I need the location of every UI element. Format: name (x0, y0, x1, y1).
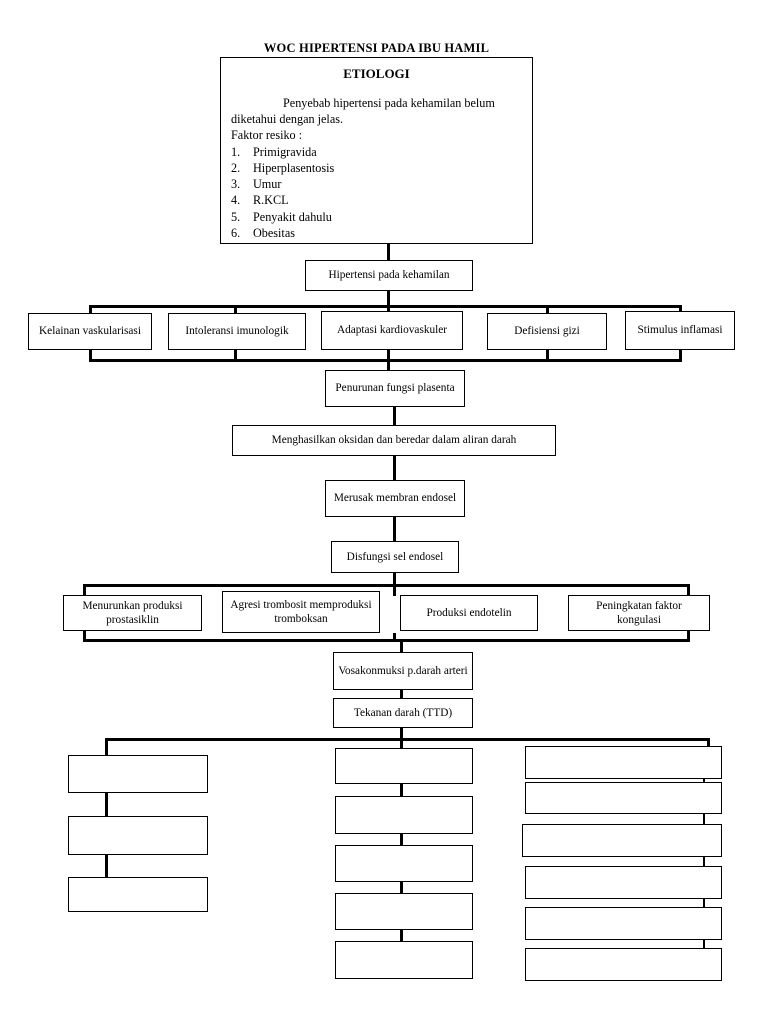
connector-drop-mechanism-4 (546, 305, 549, 315)
list-item-label: R.KCL (253, 193, 289, 208)
connector-rise-mechanism-2 (234, 350, 237, 362)
connector-drop-mechanism-2 (234, 305, 237, 315)
connector-collector-to-vasokonstriksi (400, 639, 403, 653)
list-item: 3. Umur (231, 176, 522, 192)
node-merusak-membran-endosel: Merusak membran endosel (325, 480, 465, 517)
outcome-box-right-1 (525, 746, 722, 779)
distribution-bar-mechanisms-top (89, 305, 682, 308)
list-item-number: 4. (231, 193, 241, 208)
connector-etiologi-to-hipertensi (387, 244, 390, 261)
list-item: 5. Penyakit dahulu (231, 209, 522, 225)
node-adaptasi-kardiovaskuler: Adaptasi kardiovaskuler (321, 311, 463, 350)
connector-middle-4-to-5 (400, 930, 403, 941)
etiologi-subheading: Faktor resiko : (231, 128, 303, 143)
node-hipertensi-pada-kehamilan: Hipertensi pada kehamilan (305, 260, 473, 291)
list-item: 6. Obesitas (231, 225, 522, 241)
connector-right-4-to-5 (703, 899, 705, 909)
connector-drop-outcome-middle (400, 738, 403, 750)
node-stimulus-inflamasi: Stimulus inflamasi (625, 311, 735, 350)
etiologi-box: ETIOLOGI Penyebab hipertensi pada kehami… (220, 57, 533, 244)
connector-right-3-to-4 (703, 857, 705, 867)
list-item-label: Hiperplasentosis (253, 161, 335, 176)
node-intoleransi-imunologik: Intoleransi imunologik (168, 313, 306, 350)
connector-drop-effect-1 (83, 584, 86, 596)
outcome-box-left-2 (68, 816, 208, 855)
node-produksi-endotelin: Produksi endotelin (400, 595, 538, 631)
outcome-box-right-5 (525, 907, 722, 940)
connector-rise-mechanism-1 (89, 350, 92, 362)
connector-rise-mechanism-5 (679, 350, 682, 362)
connector-left-2-to-3 (105, 855, 108, 877)
node-defisiensi-gizi: Defisiensi gizi (487, 313, 607, 350)
connector-right-2-to-3 (703, 814, 705, 825)
list-item: 4. R.KCL (231, 192, 522, 208)
connector-hipertensi-down (387, 291, 390, 307)
connector-middle-1-to-2 (400, 784, 403, 796)
outcome-box-middle-4 (335, 893, 473, 930)
node-penurunan-fungsi-plasenta: Penurunan fungsi plasenta (325, 370, 465, 407)
distribution-bar-outcomes (105, 738, 710, 741)
connector-middle-2-to-3 (400, 834, 403, 845)
node-disfungsi-sel-endosel: Disfungsi sel endosel (331, 541, 459, 573)
list-item-number: 5. (231, 209, 241, 224)
connector-rise-effect-3 (687, 631, 690, 642)
list-item-number: 3. (231, 177, 241, 192)
list-item-label: Primigravida (253, 144, 317, 159)
outcome-box-right-6 (525, 948, 722, 981)
connector-rise-mechanism-4 (546, 350, 549, 362)
connector-drop-mechanism-1 (89, 305, 92, 315)
connector-rise-effect-1 (83, 631, 86, 642)
list-item-number: 2. (231, 161, 241, 176)
outcome-box-middle-1 (335, 748, 473, 784)
outcome-box-middle-5 (335, 941, 473, 979)
collector-bar-effects-bottom (83, 639, 690, 642)
connector-drop-outcome-left (105, 738, 108, 755)
connector-drop-effect-2 (393, 584, 396, 596)
connector-drop-mechanism-3 (387, 305, 390, 315)
etiologi-paragraph: Penyebab hipertensi pada kehamilan belum… (231, 96, 495, 126)
collector-bar-mechanisms-bottom (89, 359, 682, 362)
outcome-box-right-3 (522, 824, 722, 857)
connector-collector-to-penurunan (387, 359, 390, 372)
connector-drop-mechanism-5 (679, 305, 682, 315)
list-item: 2. Hiperplasentosis (231, 160, 522, 176)
connector-drop-effect-3 (687, 584, 690, 596)
node-peningkatan-faktor-kongulasi: Peningkatan faktor kongulasi (568, 595, 710, 631)
connector-middle-3-to-4 (400, 882, 403, 893)
connector-right-5-to-6 (703, 940, 705, 950)
list-item-number: 1. (231, 144, 241, 159)
outcome-box-right-4 (525, 866, 722, 899)
etiologi-heading: ETIOLOGI (343, 66, 410, 81)
outcome-box-middle-2 (335, 796, 473, 834)
connector-left-1-to-2 (105, 793, 108, 816)
connector-disfungsi-down (393, 573, 396, 586)
node-tekanan-darah-ttd: Tekanan darah (TTD) (333, 698, 473, 728)
node-kelainan-vaskularisasi: Kelainan vaskularisasi (28, 313, 152, 350)
list-item-number: 6. (231, 225, 241, 240)
node-menurunkan-produksi-prostasiklin: Menurunkan produksi prostasiklin (63, 595, 202, 631)
etiologi-factor-list: 1. Primigravida 2. Hiperplasentosis 3. Umur… (231, 144, 522, 241)
connector-membran-to-disfungsi (393, 517, 396, 541)
distribution-bar-effects-top (83, 584, 690, 587)
outcome-box-middle-3 (335, 845, 473, 882)
list-item-label: Umur (253, 177, 282, 192)
node-vosakonmuksi-pdarah-arteri: Vosakonmuksi p.darah arteri (333, 652, 473, 690)
list-item-label: Penyakit dahulu (253, 209, 332, 224)
list-item: 1. Primigravida (231, 144, 522, 160)
connector-rise-mechanism-3 (387, 350, 390, 362)
outcome-box-right-2 (525, 782, 722, 814)
connector-rise-effect-2 (393, 633, 396, 642)
list-item-label: Obesitas (253, 225, 295, 240)
outcome-box-left-1 (68, 755, 208, 793)
connector-tekanan-down (400, 728, 403, 741)
connector-drop-outcome-right (707, 738, 710, 748)
connector-vasokonstriksi-to-tekanan (400, 690, 403, 699)
node-menghasilkan-oksidan: Menghasilkan oksidan dan beredar dalam a… (232, 425, 556, 456)
connector-penurunan-to-oksidan (393, 407, 396, 425)
outcome-box-left-3 (68, 877, 208, 912)
page-title: WOC HIPERTENSI PADA IBU HAMIL (263, 41, 490, 55)
node-agresi-trombosit: Agresi trombosit memproduksi tromboksan (222, 591, 380, 633)
connector-oksidan-to-membran (393, 456, 396, 480)
